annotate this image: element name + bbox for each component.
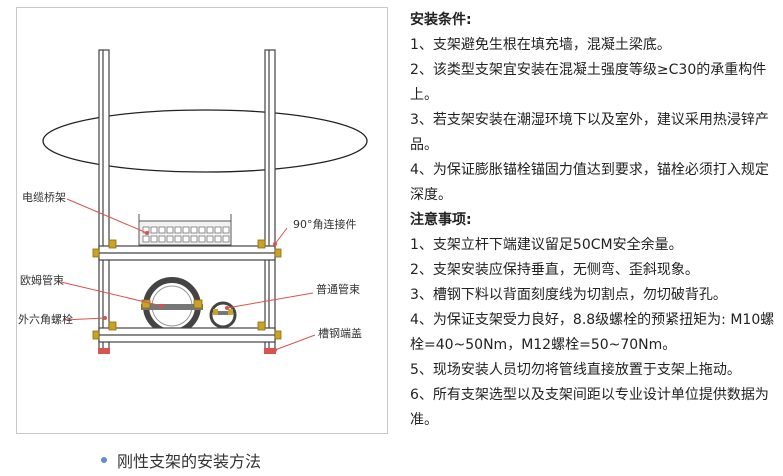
- condition-item: 1、支架避免生根在填充墙，混凝土梁底。: [410, 37, 671, 53]
- text-column: 安装条件: 1、支架避免生根在填充墙，混凝土梁底。 2、该类型支架宜安装在混凝土…: [410, 8, 778, 433]
- leader-lines: [60, 198, 316, 351]
- support-diagram-frame: 电缆桥架 90°角连接件 欧姆管束 普通管束 外六角螺栓 槽钢端盖: [16, 7, 388, 434]
- cable-tray-grid: [142, 226, 230, 243]
- notes-heading: 注意事项:: [410, 212, 472, 228]
- note-item: 3、槽钢下料以背面刻度线为切割点，勿切破背孔。: [410, 287, 727, 303]
- right-post: [264, 49, 276, 351]
- omega-clamp: [141, 277, 203, 335]
- label-omega-clamp: 欧姆管束: [20, 273, 64, 287]
- note-item: 4、为保证支架受力良好，8.8级螺栓的预紧扭矩为: M10螺栓=40~50Nm，…: [410, 312, 775, 353]
- label-end-cap: 槽钢端盖: [318, 326, 362, 340]
- normal-clamp: [209, 301, 237, 329]
- condition-item: 4、为保证膨胀锚栓锚固力值达到要求，锚栓必须打入规定深度。: [410, 162, 769, 203]
- label-cable-tray: 电缆桥架: [22, 191, 66, 204]
- label-hex-bolt: 外六角螺栓: [18, 312, 73, 326]
- rigid-support-diagram: 电缆桥架 90°角连接件 欧姆管束 普通管束 外六角螺栓 槽钢端盖: [18, 49, 368, 354]
- ceiling-slab-outline: [42, 109, 368, 173]
- caption-text: 刚性支架的安装方法: [117, 452, 262, 471]
- left-post: [98, 49, 110, 351]
- note-item: 5、现场安装人员切勿将管线直接放置于支架上拖动。: [410, 362, 741, 378]
- lower-crossbeam: [98, 327, 276, 343]
- label-corner-connector: 90°角连接件: [293, 218, 357, 231]
- bullet-icon: [101, 457, 107, 463]
- note-item: 1、支架立杆下端建议留足50CM安全余量。: [410, 237, 683, 253]
- corner-connectors-lower: [92, 321, 282, 340]
- upper-crossbeam: [98, 245, 276, 261]
- corner-connectors-upper: [92, 239, 282, 258]
- condition-item: 3、若支架安装在潮湿环境下以及室外，建议采用热浸锌产品。: [410, 112, 769, 153]
- leader-dots: [103, 231, 277, 352]
- end-caps: [98, 348, 276, 354]
- figure-caption: 刚性支架的安装方法: [101, 448, 261, 472]
- label-normal-clamp: 普通管束: [316, 282, 360, 296]
- note-item: 2、支架安装应保持垂直，无侧弯、歪斜现象。: [410, 262, 699, 278]
- condition-item: 2、该类型支架宜安装在混凝土强度等级≥C30的承重构件上。: [410, 62, 767, 103]
- note-item: 6、所有支架选型以及支架间距以专业设计单位提供数据为准。: [410, 387, 769, 428]
- conditions-heading: 安装条件:: [410, 12, 472, 28]
